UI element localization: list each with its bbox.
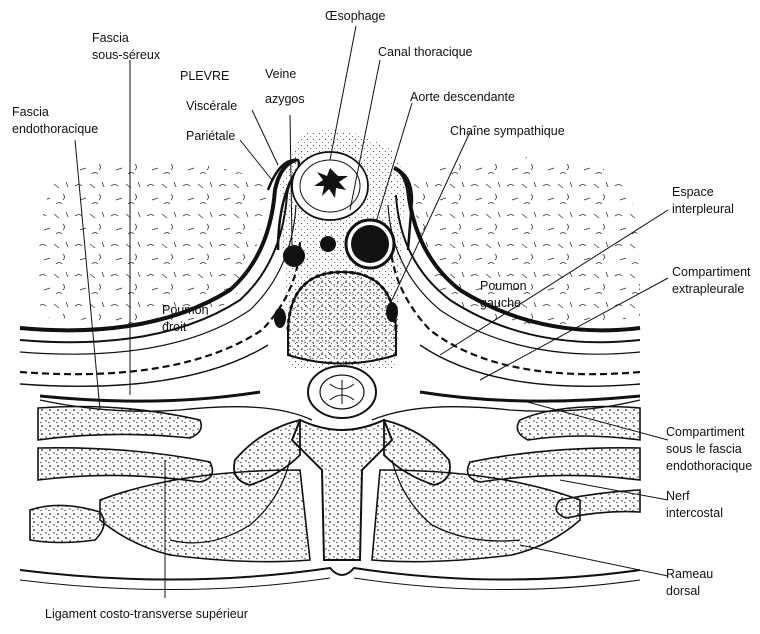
label-rameau-dorsal: Rameau dorsal [666,566,713,600]
oesophagus [292,152,368,220]
spinal-cord [308,366,376,418]
label-oesophage: Œsophage [325,8,385,25]
label-viscerale: Viscérale [186,98,237,115]
thoracic-duct [320,236,336,252]
label-espace-interpleural: Espace interpleural [672,184,734,218]
descending-aorta [346,220,394,268]
label-ligament-costo-transverse: Ligament costo-transverse supérieur [45,606,248,623]
label-fascia-endothoracique: Fascia endothoracique [12,104,98,138]
label-poumon-gauche: Poumon gauche [480,278,527,312]
label-compartiment-sous-fascia: Compartiment sous le fascia endothoraciq… [666,424,752,475]
label-chaine-sympathique: Chaîne sympathique [450,123,565,140]
label-fascia-sous-sereux: Fascia sous-séreux [92,30,160,64]
right-lung [39,159,268,326]
right-paraspinal [100,470,310,562]
label-poumon-droit: Poumon droit [162,302,209,336]
label-veine-azygos: Veine azygos [265,66,305,108]
label-plevre: PLEVRE [180,68,229,85]
azygos-vein [283,245,305,267]
vertebral-body [288,272,396,364]
label-nerf-intercostal: Nerf intercostal [666,488,723,522]
label-compartiment-extrapleurale: Compartiment extrapleurale [672,264,751,298]
label-parietale: Pariétale [186,128,235,145]
label-canal-thoracique: Canal thoracique [378,44,473,61]
label-aorte-descendante: Aorte descendante [410,89,515,106]
left-paraspinal [372,470,580,562]
back-contour [20,568,640,580]
